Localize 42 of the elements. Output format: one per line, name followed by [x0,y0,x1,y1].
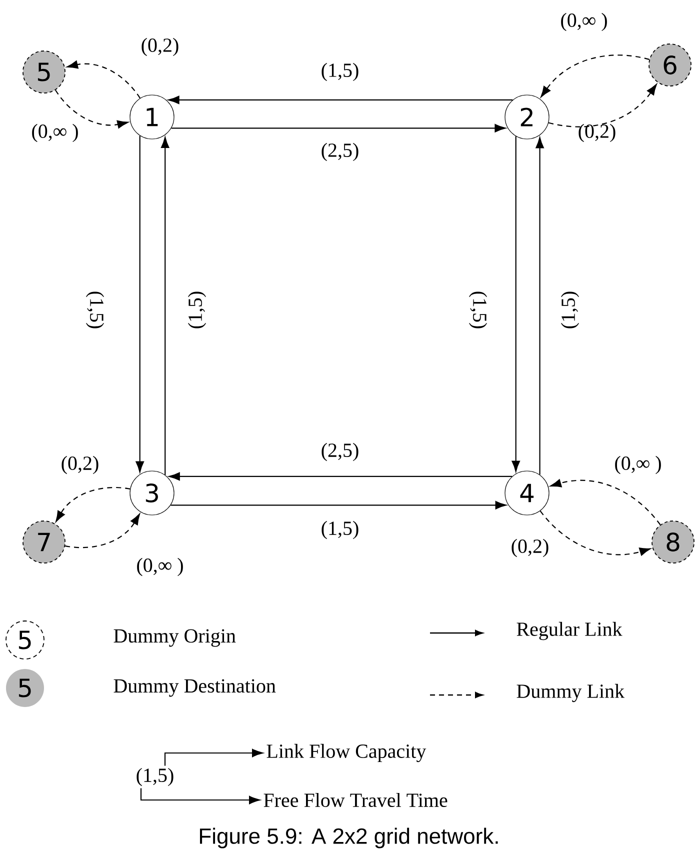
edge-label: (0,∞ ) [561,12,607,32]
edge-label: (0,2) [62,456,98,474]
edge-label: (1,5) [322,62,358,82]
legend-text: Dummy Destination [114,679,276,697]
edge-label: (0,∞ ) [137,558,183,576]
arrow [540,510,651,556]
key-text: Free Flow Travel Time [264,792,448,808]
arrow [56,486,130,522]
edge-label: (1,5) [188,292,206,328]
arrow [550,479,661,526]
key-text: Link Flow Capacity [266,744,426,762]
arrow [171,124,506,132]
arrow [536,137,544,475]
edge-label: (0,2) [142,38,178,56]
arrow [66,60,140,98]
arrow [512,136,520,472]
arrow [55,90,128,128]
edge-label: (1,5) [86,292,104,328]
edge-label: (0,2) [578,124,616,142]
edge-label: (0,∞ ) [615,456,661,474]
arrow [168,472,512,481]
legend-text: Dummy Link [516,684,625,702]
arrow [136,136,144,472]
arrow [164,748,264,766]
edge-label: (1,5) [560,292,580,328]
legend-text: Dummy Origin [114,629,236,647]
edge-label: (1,5) [468,292,488,328]
edge-label: (0,∞ ) [32,124,78,142]
key-label: (1,5) [136,768,174,786]
arrow [65,514,140,548]
arrow [140,788,260,804]
edge-label: (2,5) [322,142,358,162]
edge-label: (1,5) [322,520,358,540]
arrow [168,96,513,104]
arrow [170,501,506,510]
arrow [540,54,650,98]
legend-text: Regular Link [516,622,622,640]
edge-label: (2,5) [322,442,358,462]
arrow [548,84,657,128]
caption: Figure 5.9: A 2x2 grid network. [200,828,498,848]
edge-label: (0,2) [512,538,548,558]
arrow [160,136,170,475]
